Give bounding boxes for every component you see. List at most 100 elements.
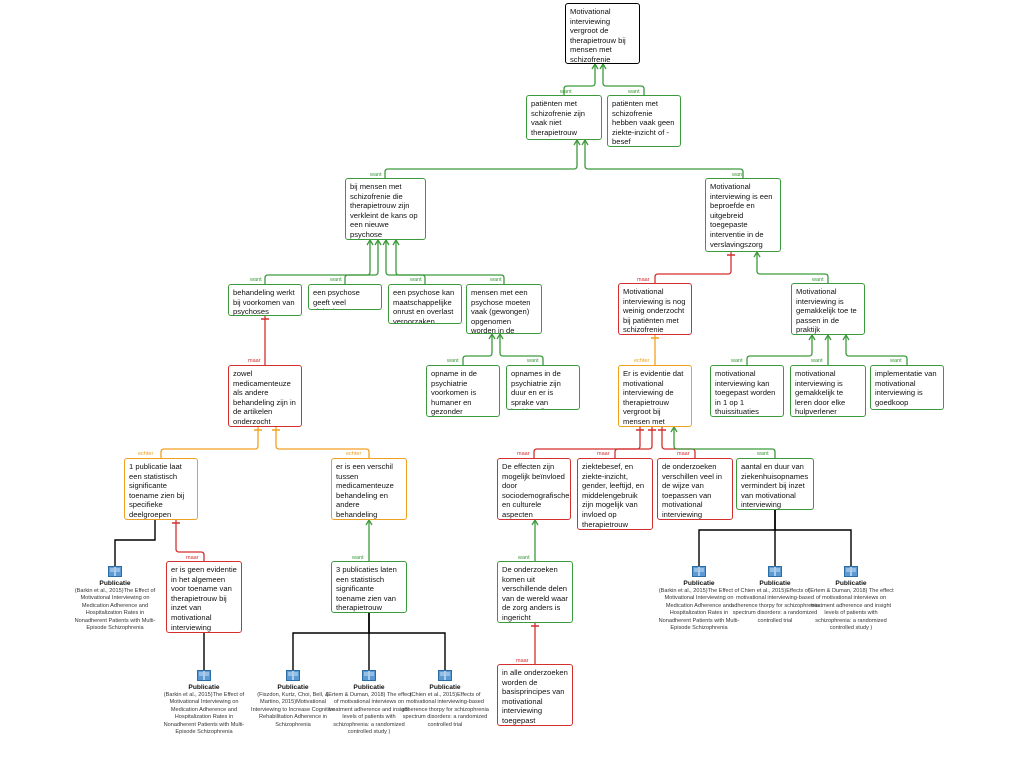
- node-text: er is een verschil tussen medicamenteuze…: [336, 462, 394, 519]
- connector-green: [845, 335, 908, 365]
- connector-green: [462, 334, 493, 365]
- arrowhead: [366, 238, 374, 246]
- reason-node-n10[interactable]: Motivational interviewing is gemakkelijk…: [791, 283, 865, 335]
- publication-title: Publicatie: [835, 580, 867, 587]
- publication-p8[interactable]: Publicatie (Ertem & Duman, 2018) The eff…: [806, 566, 896, 632]
- arrowhead: [670, 425, 678, 433]
- objection-node-n20[interactable]: De effecten zijn mogelijk beïnvloed door…: [497, 458, 571, 520]
- arrowhead: [573, 138, 581, 146]
- objection-node-n27[interactable]: in alle onderzoeken worden de basisprinc…: [497, 664, 573, 726]
- relation-label-want: want: [330, 277, 342, 283]
- objection-node-n21[interactable]: ziektebesef, en ziekte-inzicht, gender, …: [577, 458, 653, 530]
- relation-label-echter: echter: [138, 451, 154, 457]
- arrowhead: [382, 238, 390, 246]
- relation-label-want: want: [628, 89, 640, 95]
- node-text: zowel medicamenteuze als andere behandel…: [233, 369, 296, 426]
- claim-main-text: Motivational interviewing vergroot de th…: [570, 7, 626, 64]
- connector-red: [533, 427, 641, 458]
- connector-green: [756, 252, 829, 283]
- connector-publication: [368, 613, 446, 670]
- publication-title: Publicatie: [277, 684, 309, 691]
- node-text: 1 publicatie laat een statistisch signif…: [129, 462, 185, 519]
- publication-title: Publicatie: [429, 684, 461, 691]
- publication-title: Publicatie: [99, 580, 131, 587]
- node-text: opname in de psychiatrie voorkomen is hu…: [431, 369, 478, 417]
- connector-red: [175, 520, 205, 561]
- objection-node-n22[interactable]: de onderzoeken verschillen veel in de wi…: [657, 458, 733, 520]
- connector-red: [654, 252, 732, 283]
- relation-label-want: want: [370, 172, 382, 178]
- reason-node-n7[interactable]: een psychose kan maatschappelijke onrust…: [388, 284, 462, 324]
- reason-node-n4[interactable]: Motivational interviewing is een beproef…: [705, 178, 781, 252]
- reason-node-n12[interactable]: opnames in de psychiatrie zijn duur en e…: [506, 365, 580, 410]
- publication-citation: (Ertem & Duman, 2018) The effect of moti…: [326, 692, 412, 736]
- rebuttal-node-n18[interactable]: 1 publicatie laat een statistisch signif…: [124, 458, 198, 520]
- arrowhead: [374, 238, 382, 246]
- reason-node-n23[interactable]: aantal en duur van ziekenhuisopnames ver…: [736, 458, 814, 510]
- arrowhead: [531, 518, 539, 526]
- reason-node-n6[interactable]: een psychose geeft veel ziektelast: [308, 284, 382, 310]
- node-text: patiënten met schizofrenie zijn vaak nie…: [531, 99, 586, 137]
- reason-node-n1[interactable]: patiënten met schizofrenie zijn vaak nie…: [526, 95, 602, 140]
- publication-p3[interactable]: Publicatie (Fiszdon, Kurtz, Choi, Bell, …: [248, 670, 338, 729]
- objection-node-n13[interactable]: zowel medicamenteuze als andere behandel…: [228, 365, 302, 427]
- relation-label-echter: echter: [634, 358, 650, 364]
- reason-node-n3[interactable]: bij mensen met schizofrenie die therapie…: [345, 178, 426, 240]
- reason-node-n26[interactable]: De onderzoeken komen uit verschillende d…: [497, 561, 573, 623]
- arrowhead: [496, 332, 504, 340]
- relation-label-maar: maar: [517, 451, 530, 457]
- connector-green: [264, 240, 371, 284]
- rebuttal-node-n14[interactable]: Er is evidentie dat motivational intervi…: [618, 365, 692, 427]
- relation-label-maar: maar: [516, 658, 529, 664]
- arrowhead: [753, 250, 761, 258]
- node-text: 3 publicaties laten een statistisch sign…: [336, 565, 397, 613]
- reason-node-n11[interactable]: opname in de psychiatrie voorkomen is hu…: [426, 365, 500, 417]
- relation-label-want: want: [890, 358, 902, 364]
- publication-p6[interactable]: Publicatie (Barkin et al., 2015)The Effe…: [654, 566, 744, 632]
- arrowhead: [808, 333, 816, 341]
- publication-p1[interactable]: Publicatie (Barkin et al., 2015)The Effe…: [70, 566, 160, 632]
- publication-p4[interactable]: Publicatie (Ertem & Duman, 2018) The eff…: [324, 670, 414, 736]
- connector-green: [395, 240, 505, 284]
- node-text: opnames in de psychiatrie zijn duur en e…: [511, 369, 561, 409]
- node-text: motivational interviewing is gemakkelijk…: [795, 369, 846, 417]
- book-icon: [197, 670, 211, 681]
- relation-label-want: want: [352, 555, 364, 561]
- arrowhead: [392, 238, 400, 246]
- node-text: Motivational interviewing is nog weinig …: [623, 287, 686, 335]
- relation-label-want: want: [811, 358, 823, 364]
- publication-title: Publicatie: [683, 580, 715, 587]
- publication-p7[interactable]: Publicatie Chien et al., 2015)Effects of…: [730, 566, 820, 625]
- book-icon: [438, 670, 452, 681]
- node-text: behandeling werkt bij voorkomen van psyc…: [233, 288, 295, 316]
- arrowhead: [824, 333, 832, 341]
- reason-node-n16[interactable]: motivational interviewing is gemakkelijk…: [790, 365, 866, 417]
- node-text: er is geen evidentie in het algemeen voo…: [171, 565, 237, 632]
- reason-node-n5[interactable]: behandeling werkt bij voorkomen van psyc…: [228, 284, 302, 316]
- reason-node-n8[interactable]: mensen met een psychose moeten vaak (gew…: [466, 284, 542, 334]
- rebuttal-node-n19[interactable]: er is een verschil tussen medicamenteuze…: [331, 458, 407, 520]
- relation-label-want: want: [757, 451, 769, 457]
- node-text: in alle onderzoeken worden de basisprinc…: [502, 668, 568, 725]
- reason-node-n17[interactable]: implementatie van motivational interview…: [870, 365, 944, 410]
- reason-node-n15[interactable]: motivational interviewing kan toegepast …: [710, 365, 784, 417]
- relation-label-want: want: [732, 172, 744, 178]
- publication-title: Publicatie: [188, 684, 220, 691]
- connector-green: [584, 140, 744, 178]
- node-text: motivational interviewing kan toegepast …: [715, 369, 776, 417]
- claim-main[interactable]: Motivational interviewing vergroot de th…: [565, 3, 640, 64]
- relation-label-want: want: [527, 358, 539, 364]
- node-text: mensen met een psychose moeten vaak (gew…: [471, 288, 531, 334]
- objection-node-n9[interactable]: Motivational interviewing is nog weinig …: [618, 283, 692, 335]
- reason-node-n25[interactable]: 3 publicaties laten een statistisch sign…: [331, 561, 407, 613]
- relation-label-want: want: [560, 89, 572, 95]
- objection-node-n24[interactable]: er is geen evidentie in het algemeen voo…: [166, 561, 242, 633]
- book-icon: [362, 670, 376, 681]
- node-text: Er is evidentie dat motivational intervi…: [623, 369, 684, 426]
- reason-node-n2[interactable]: patiënten met schizofrenie hebben vaak g…: [607, 95, 681, 147]
- publication-title: Publicatie: [759, 580, 791, 587]
- book-icon: [108, 566, 122, 577]
- relation-label-maar: maar: [677, 451, 690, 457]
- publication-p2[interactable]: Publicatie (Barkin et al., 2015)The Effe…: [159, 670, 249, 736]
- publication-p5[interactable]: Publicatie (Chien et al., 2015)Effects o…: [400, 670, 490, 729]
